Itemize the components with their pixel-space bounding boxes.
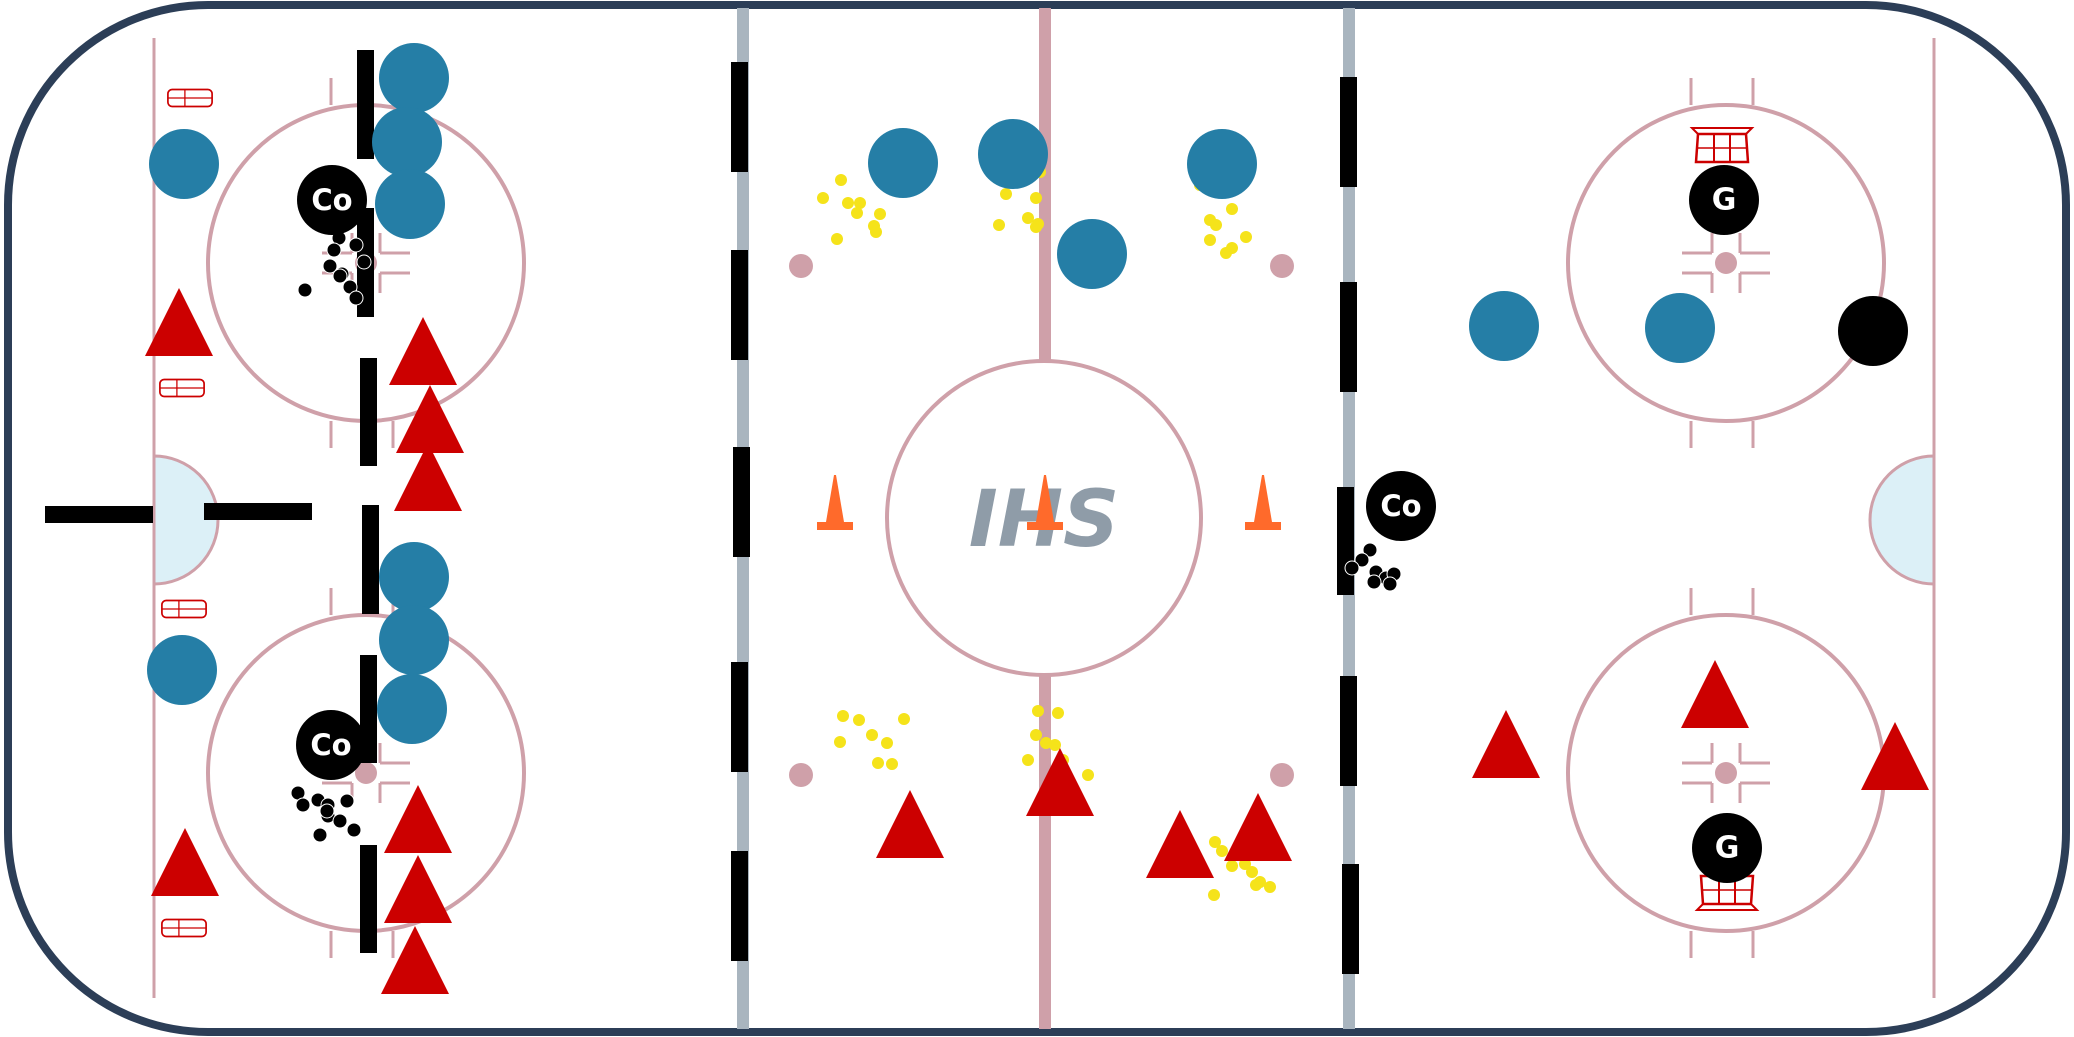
player-circle — [1645, 293, 1715, 363]
svg-text:G: G — [1715, 831, 1740, 866]
faceoff-dots — [355, 252, 1737, 787]
small-cones — [817, 475, 1281, 530]
player-circle — [147, 635, 217, 705]
player-circle — [868, 128, 938, 198]
svg-text:Co: Co — [310, 728, 351, 762]
cone-triangles — [145, 288, 1929, 994]
crease-right — [1868, 454, 1936, 586]
svg-text:Co: Co — [1380, 489, 1421, 523]
coach-marker: Co — [1366, 471, 1436, 541]
player-circle — [379, 605, 449, 675]
goalie-marker: G — [1692, 813, 1762, 883]
black-player-marker — [1838, 296, 1908, 366]
player-circles — [147, 43, 1715, 744]
yellow-pucks — [817, 162, 1276, 901]
player-circle — [377, 674, 447, 744]
player-circle — [1187, 129, 1257, 199]
svg-text:G: G — [1712, 183, 1737, 218]
coach-marker: Co — [296, 710, 366, 780]
crease-left — [152, 454, 220, 586]
small-cone — [1245, 475, 1281, 530]
goalie-marker: G — [1689, 165, 1759, 235]
player-circle — [1057, 219, 1127, 289]
coach-marker: Co — [297, 165, 367, 235]
barrier-bars — [45, 50, 1359, 974]
player-circle — [372, 107, 442, 177]
small-cone — [817, 475, 853, 530]
player-circle — [375, 169, 445, 239]
player-circle — [1469, 291, 1539, 361]
player-circle — [379, 542, 449, 612]
player-circle — [379, 43, 449, 113]
player-circle — [978, 119, 1048, 189]
player-circle — [149, 129, 219, 199]
pucks — [290, 230, 1402, 843]
svg-text:Co: Co — [311, 183, 352, 217]
faceoff-circles — [206, 78, 1886, 958]
small-cone — [1027, 475, 1063, 530]
